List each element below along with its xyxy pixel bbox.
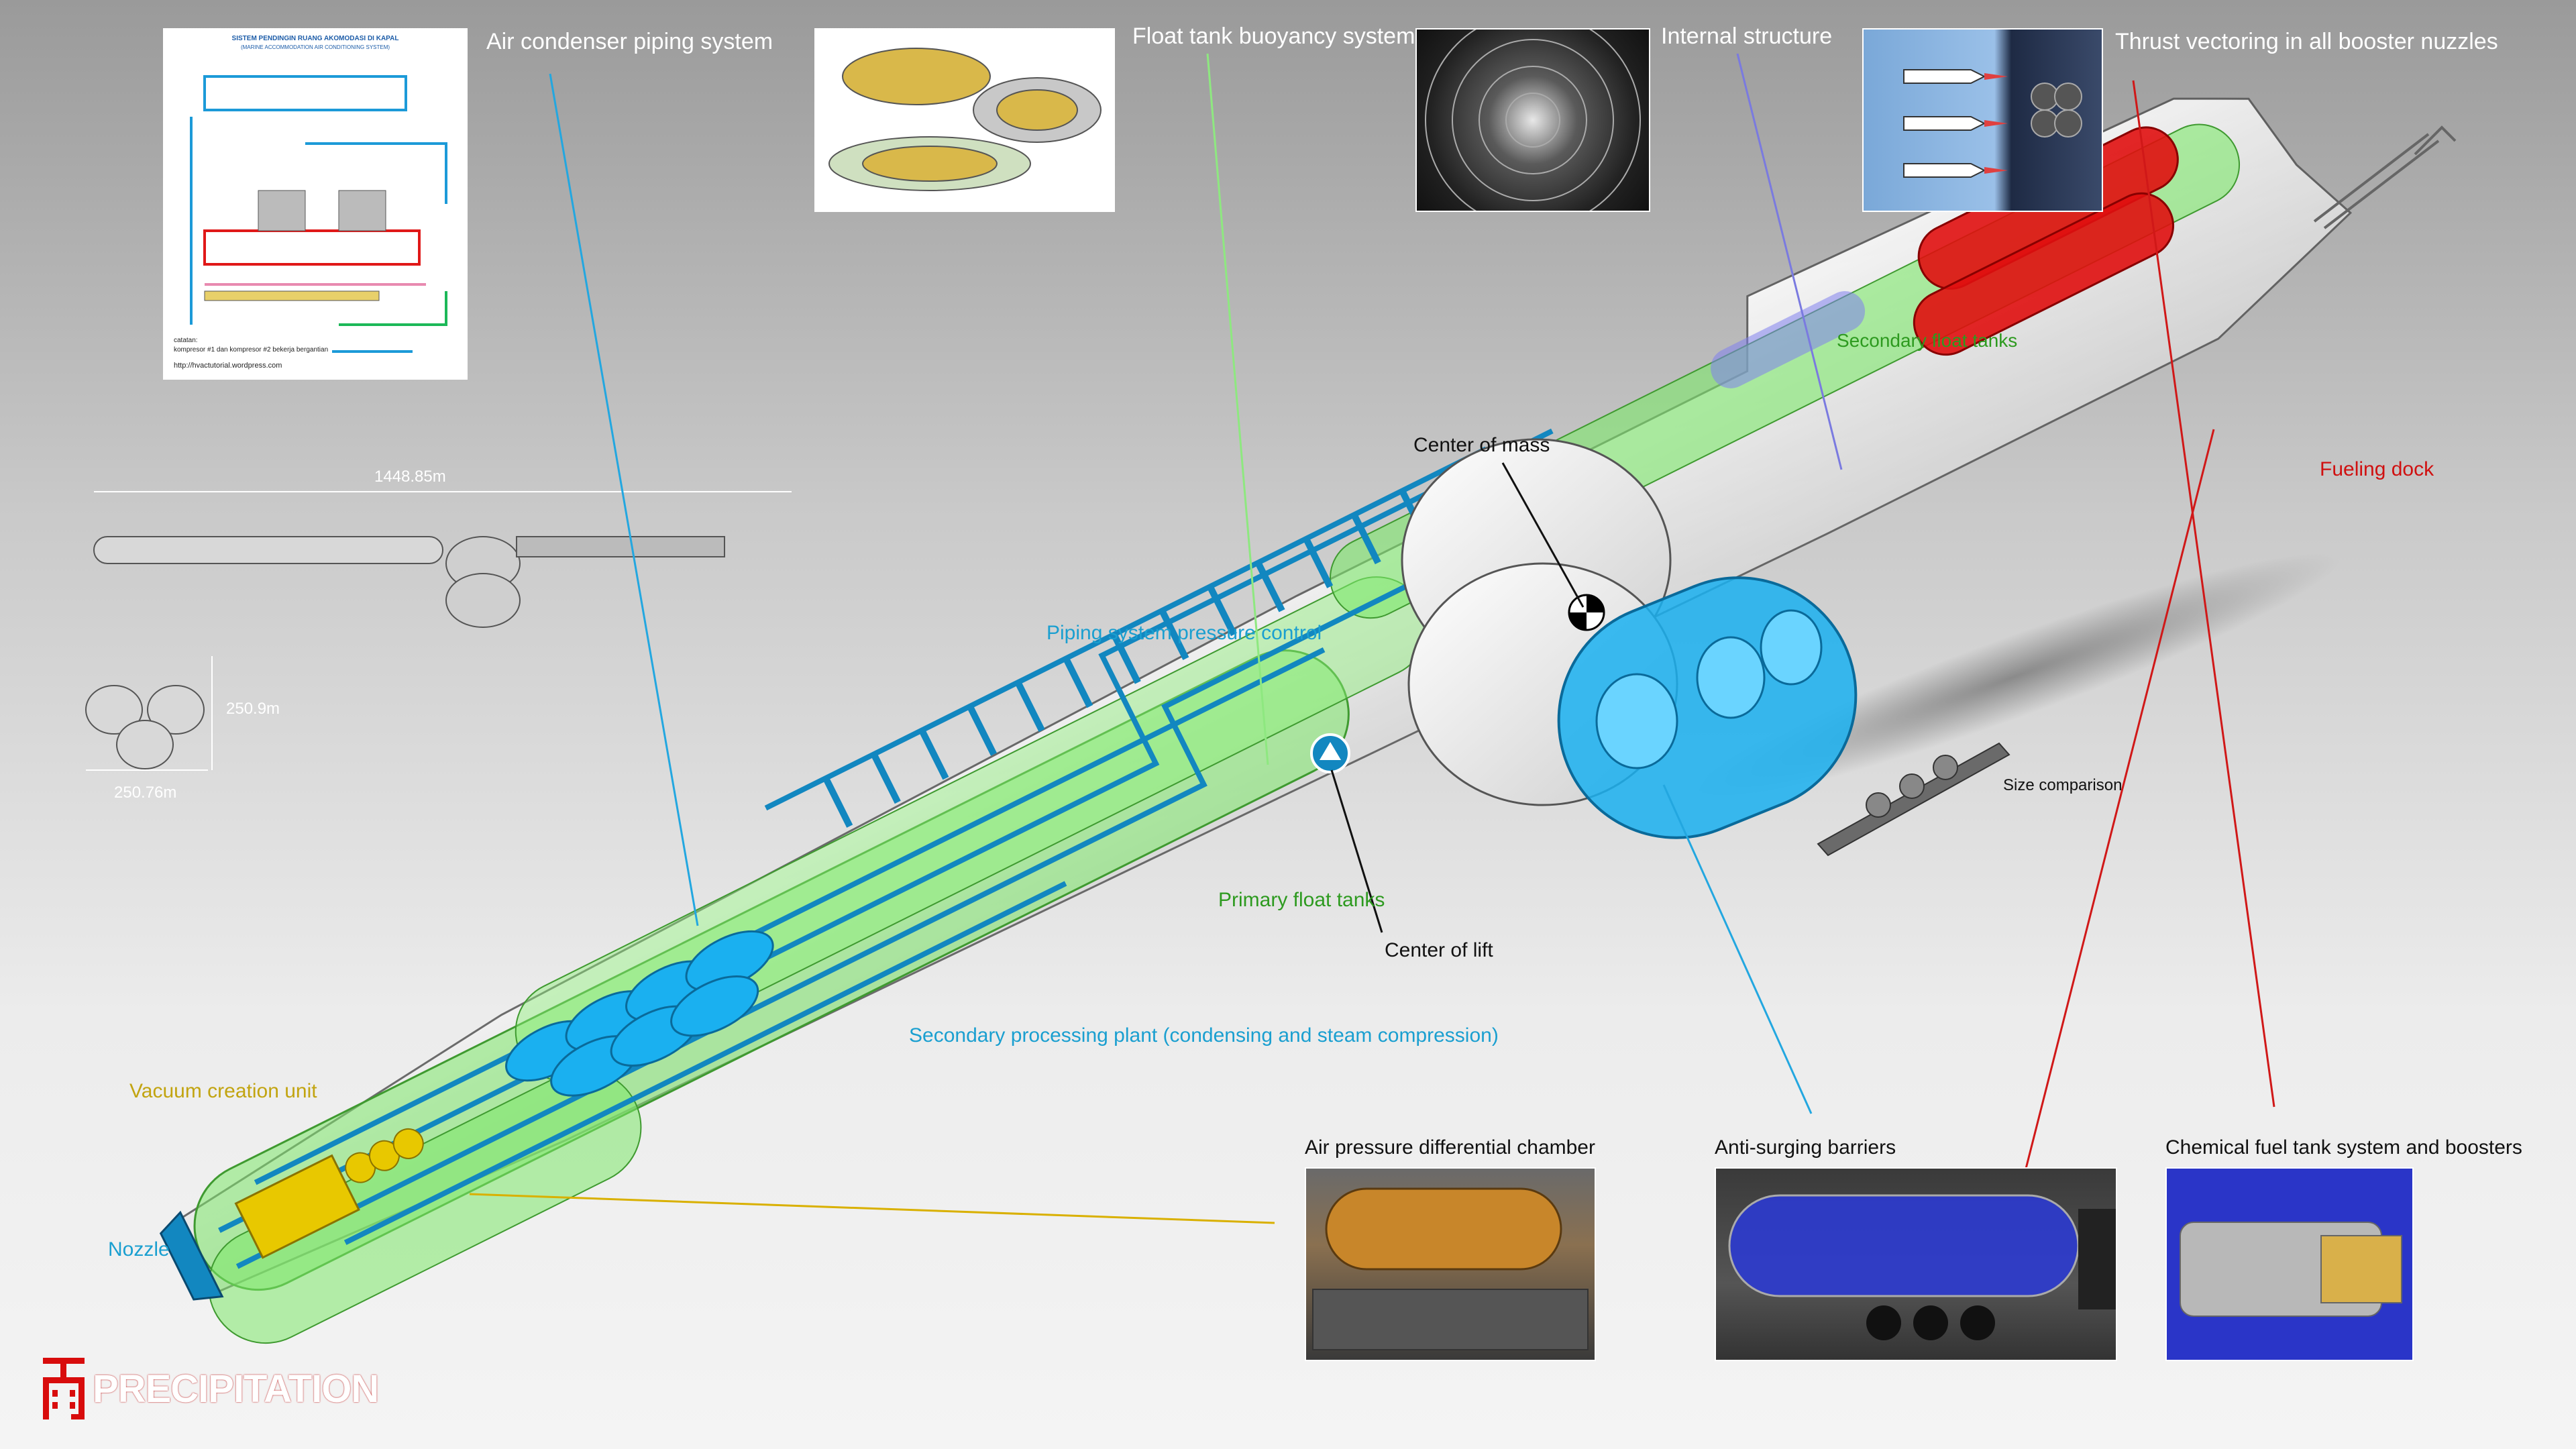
nozzle bbox=[159, 1210, 224, 1301]
tanker-sketch bbox=[1728, 1194, 2116, 1340]
hvac-url: http://hvactutorial.wordpress.com bbox=[174, 362, 282, 370]
vacuum-creation-unit bbox=[234, 1154, 360, 1259]
hvac-schematic bbox=[190, 75, 447, 353]
label-internal-structure: Internal structure bbox=[1661, 23, 1833, 49]
chemical-fuel-tank-2 bbox=[1913, 192, 2175, 356]
label-secondary-float-tanks: Secondary float tanks bbox=[1837, 330, 2018, 351]
airship-types-thumbnail bbox=[814, 28, 1115, 212]
center-of-mass-icon bbox=[1568, 594, 1605, 631]
label-center-of-mass: Center of mass bbox=[1413, 434, 1550, 456]
chemical-fuel-thumbnail bbox=[2165, 1167, 2414, 1361]
blue-float-tank bbox=[1557, 576, 1858, 839]
dimension-length: 1448.85m bbox=[374, 468, 446, 486]
hvac-subtitle: (MARINE ACCOMMODATION AIR CONDITIONING S… bbox=[240, 44, 390, 50]
label-vacuum-creation: Vacuum creation unit bbox=[129, 1080, 317, 1102]
hvac-title: SISTEM PENDINGIN RUANG AKOMODASI DI KAPA… bbox=[231, 35, 399, 42]
girder-rings bbox=[1425, 30, 1641, 211]
label-float-tank: Float tank buoyancy system bbox=[1132, 23, 1415, 49]
label-secondary-processing: Secondary processing plant (condensing a… bbox=[909, 1024, 1499, 1046]
size-comparison-ship bbox=[1817, 742, 2010, 857]
rocket-sketches bbox=[1903, 69, 2082, 178]
label-anti-surging: Anti-surging barriers bbox=[1715, 1136, 1896, 1159]
center-of-lift-icon bbox=[1310, 733, 1350, 773]
label-piping-pressure: Piping system pressure control bbox=[1046, 622, 1322, 644]
label-chemical-fuel: Chemical fuel tank system and boosters bbox=[2165, 1136, 2522, 1159]
label-size-comparison: Size comparison bbox=[2003, 776, 2123, 794]
label-fueling-dock: Fueling dock bbox=[2320, 458, 2434, 480]
airship-sketches bbox=[828, 48, 1102, 191]
air-pressure-chamber-thumbnail bbox=[1305, 1167, 1596, 1361]
label-thrust-vectoring: Thrust vectoring in all booster nuzzles bbox=[2115, 29, 2498, 54]
thrust-vectoring-thumbnail bbox=[1862, 28, 2103, 212]
label-air-condenser: Air condenser piping system bbox=[486, 29, 773, 54]
logo-text: PRECIPITATION bbox=[93, 1366, 379, 1411]
side-view-elevation bbox=[93, 491, 792, 628]
hvac-note-text: kompresor #1 dan kompresor #2 bekerja be… bbox=[174, 346, 329, 354]
rain-glyph-icon bbox=[43, 1358, 85, 1419]
precipitation-logo: PRECIPITATION bbox=[40, 1355, 379, 1422]
front-view-elevation bbox=[85, 656, 213, 771]
dimension-width: 250.76m bbox=[114, 784, 177, 802]
dock-crane bbox=[2313, 125, 2457, 229]
label-center-of-lift: Center of lift bbox=[1385, 939, 1493, 961]
label-air-pressure-chamber: Air pressure differential chamber bbox=[1305, 1136, 1595, 1159]
dimension-height: 250.9m bbox=[226, 700, 280, 718]
hvac-note-label: catatan: bbox=[174, 337, 198, 344]
label-primary-float-tanks: Primary float tanks bbox=[1218, 889, 1385, 911]
hvac-diagram-thumbnail: SISTEM PENDINGIN RUANG AKOMODASI DI KAPA… bbox=[163, 28, 468, 380]
internal-structure-thumbnail bbox=[1415, 28, 1650, 212]
leader-lines bbox=[469, 53, 2275, 1248]
anti-surging-thumbnail bbox=[1715, 1167, 2117, 1361]
vacuum-unit-coils bbox=[345, 1128, 424, 1183]
fuel-tank-sketch bbox=[2180, 1222, 2402, 1317]
ground-shadow bbox=[1684, 552, 2341, 803]
label-nozzle: Nozzle bbox=[108, 1238, 170, 1260]
secondary-tank-tint bbox=[1711, 291, 1866, 388]
chamber-sketch bbox=[1312, 1187, 1589, 1350]
processing-plant bbox=[505, 930, 774, 1097]
